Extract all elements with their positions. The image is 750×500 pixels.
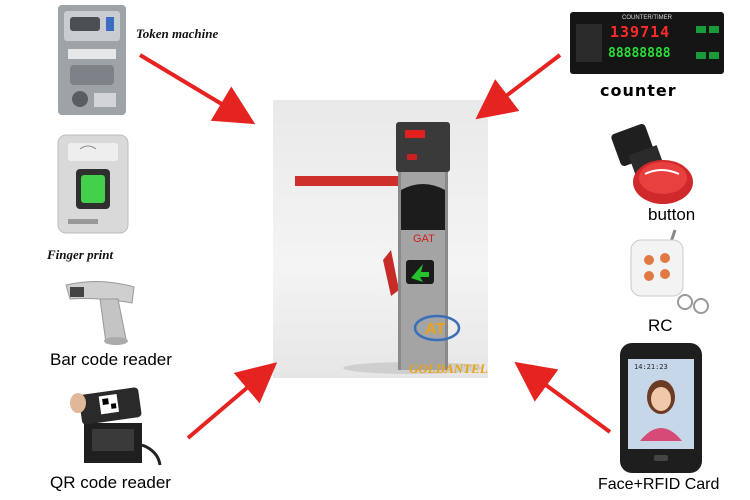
rfid-area: [654, 455, 668, 461]
counter-key: [709, 26, 719, 33]
qr-label: QR code reader: [50, 473, 171, 492]
remote-control-image: [625, 228, 717, 318]
token-machine-image: [56, 5, 128, 115]
rc-label: RC: [648, 316, 673, 335]
face-rfid-label: Face+RFID Card: [598, 476, 720, 493]
barcode-reader-image: [60, 277, 146, 347]
turnstile-illustration: GAT AT GOLDANTELL: [295, 122, 496, 376]
arrow-counter: [475, 53, 562, 120]
counter-bottom-digits: 88888888: [608, 46, 671, 61]
goldantell-logo: [413, 314, 461, 342]
counter-panel-title: COUNTER/TIMER: [622, 15, 672, 21]
counter-key: [696, 52, 706, 59]
green-arrow-icon: [411, 264, 429, 282]
turnstile-arm: [295, 176, 401, 186]
gate-text: GAT: [413, 233, 435, 245]
turnstile-photo: GAT AT GOLDANTELL: [273, 100, 496, 378]
face-terminal-image: 14:21:23: [620, 343, 702, 473]
brand-name: GOLDANTELL: [409, 361, 488, 376]
button-label: button: [648, 205, 696, 224]
fingerprint-scanner-image: [56, 133, 130, 235]
face-terminal-screen: 14:21:23: [628, 359, 694, 449]
counter-key: [696, 26, 706, 33]
counter-image: COUNTER/TIMER 139714 88888888: [570, 12, 724, 74]
token-machine-label: Token machine: [136, 26, 219, 41]
counter-key: [709, 52, 719, 59]
logo-letters: AT: [425, 321, 445, 338]
counter-top-digits: 139714: [610, 23, 671, 41]
terminal-time: 14:21:23: [634, 363, 668, 371]
barcode-label: Bar code reader: [50, 350, 172, 369]
user-face-icon: [640, 380, 682, 441]
arrow-qr: [186, 362, 278, 440]
arrow-face: [514, 361, 612, 434]
qr-reader-image: [70, 385, 162, 467]
counter-side-panel: [576, 24, 602, 62]
counter-label: counter: [600, 81, 677, 100]
emergency-button-image: [605, 120, 697, 206]
arrow-token: [138, 53, 256, 125]
fingerprint-label: Finger print: [47, 247, 114, 262]
